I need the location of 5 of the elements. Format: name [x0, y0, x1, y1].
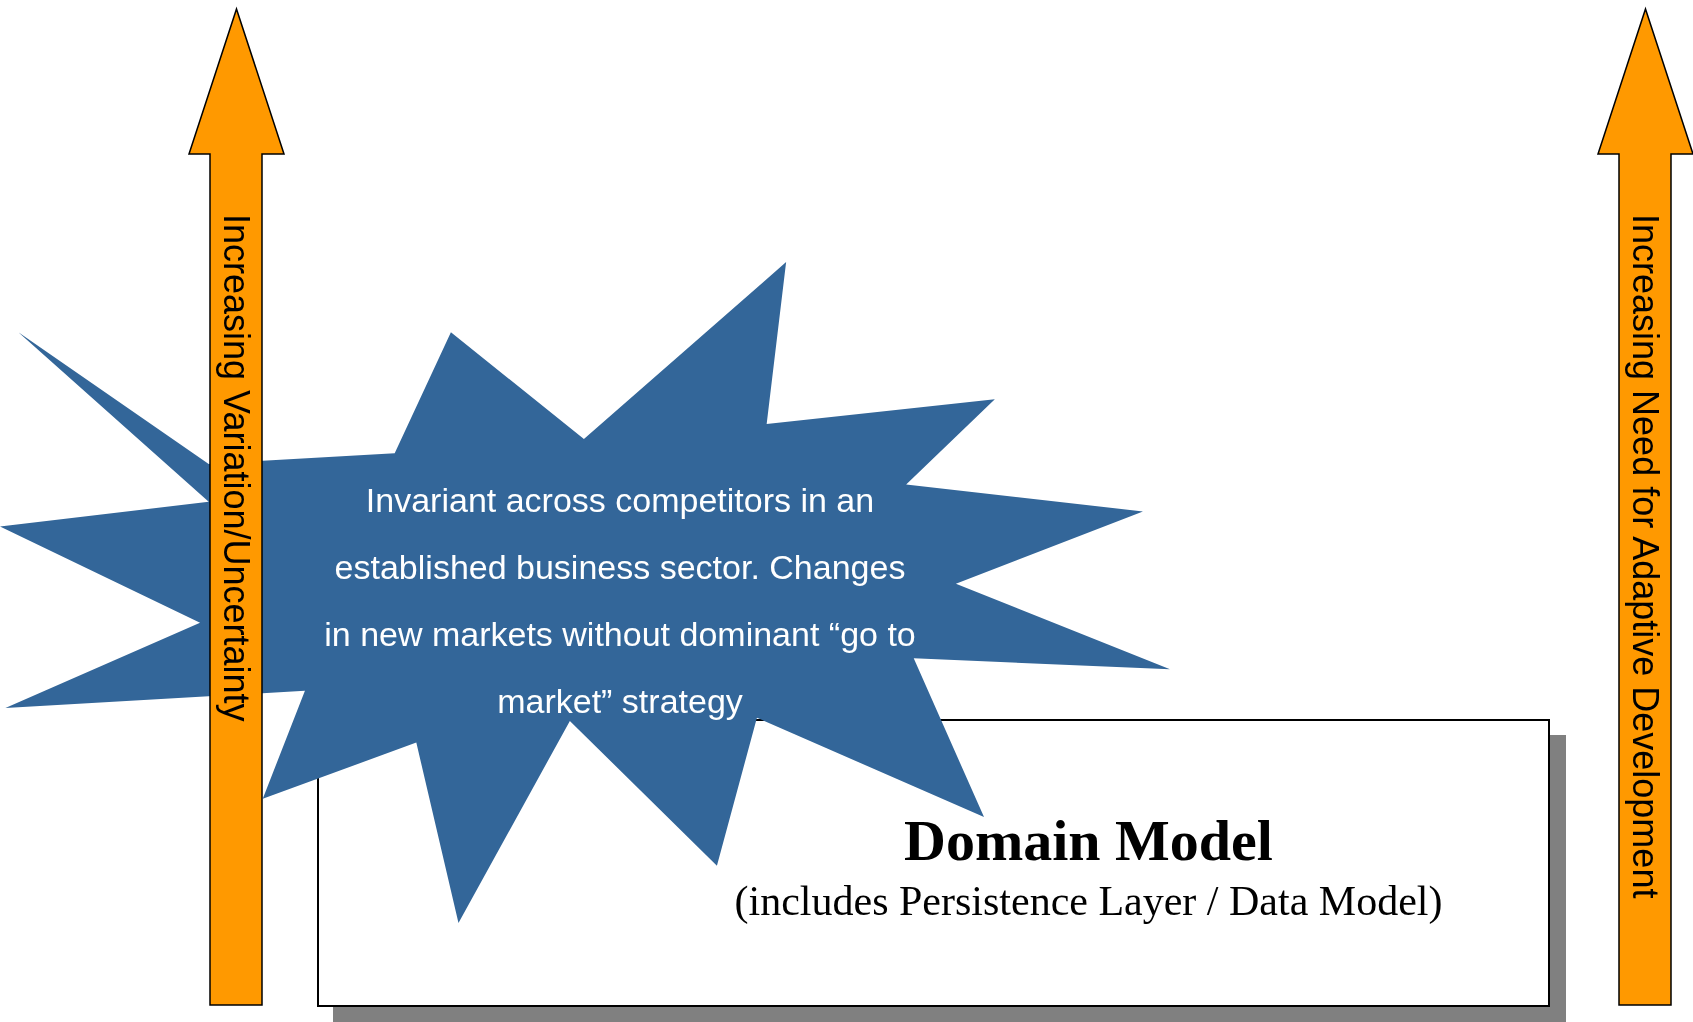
- arrow-label: Increasing Variation/Uncertainty: [215, 214, 258, 722]
- starburst-text: Invariant across competitors in an established business sector. Changes in new markets without dominant “go to market” strategy: [323, 480, 917, 722]
- box-subtitle: (includes Persistence Layer / Data Model): [733, 877, 1444, 925]
- box-title: Domain Model: [903, 807, 1274, 874]
- arrow-label: Increasing Need for Adaptive Development: [1624, 214, 1667, 899]
